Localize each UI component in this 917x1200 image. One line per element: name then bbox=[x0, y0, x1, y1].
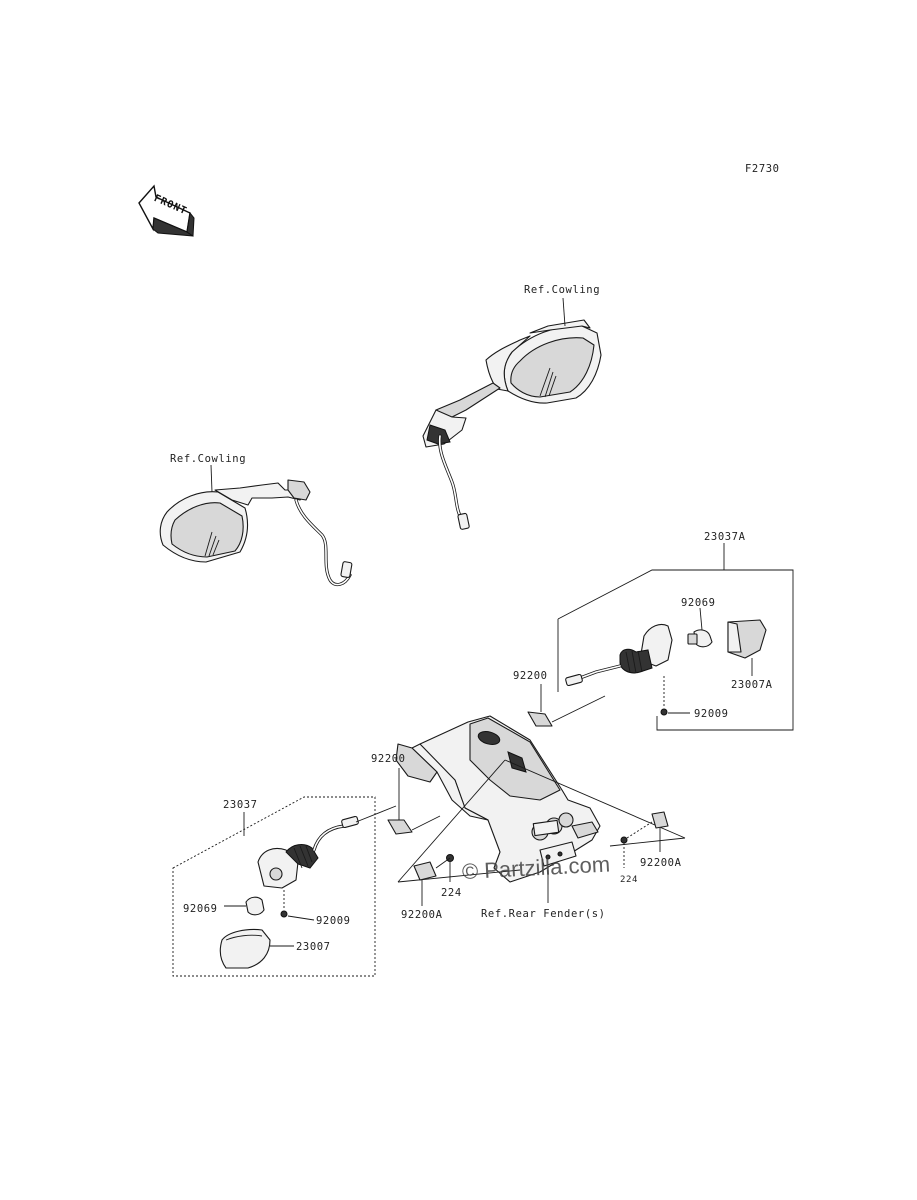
label-23007: 23007 bbox=[296, 941, 331, 953]
left-turn-signal bbox=[257, 805, 397, 889]
right-turn-signal bbox=[565, 623, 673, 687]
label-23007A: 23007A bbox=[731, 679, 773, 691]
watermark: © Partzilla.com bbox=[461, 851, 610, 884]
label-23037: 23037 bbox=[223, 799, 258, 811]
label-23037A: 23037A bbox=[704, 531, 746, 543]
figure-code: F2730 bbox=[745, 163, 780, 175]
clip-92200-left bbox=[387, 768, 441, 835]
label-ref-rear-fender: Ref.Rear Fender(s) bbox=[481, 908, 606, 920]
leader-ref-cowling-left bbox=[210, 464, 213, 493]
label-92069-right: 92069 bbox=[681, 597, 716, 609]
label-ref-cowling-right: Ref.Cowling bbox=[524, 284, 600, 296]
bulb-92069-left bbox=[224, 896, 265, 916]
label-92200-left: 92200 bbox=[371, 753, 406, 765]
assembly-box-23037A bbox=[557, 543, 794, 731]
screw-92009-right bbox=[660, 676, 690, 716]
lens-23007 bbox=[219, 928, 294, 969]
left-mirror bbox=[159, 479, 353, 587]
nut-224 bbox=[446, 854, 454, 882]
assembly-box-23037 bbox=[172, 796, 376, 977]
front-arrow-icon: FRONT bbox=[138, 184, 195, 237]
right-mirror bbox=[422, 319, 602, 530]
label-224-small: 224 bbox=[620, 875, 638, 885]
leader-ref-cowling-right bbox=[562, 297, 566, 327]
clip-92200-right bbox=[527, 684, 606, 727]
label-ref-cowling-left: Ref.Cowling bbox=[170, 453, 246, 465]
bulb-92069-right bbox=[687, 629, 713, 648]
label-224: 224 bbox=[441, 887, 462, 899]
label-92009-right: 92009 bbox=[694, 708, 729, 720]
label-92009-left: 92009 bbox=[316, 915, 351, 927]
label-92200A-right: 92200A bbox=[640, 857, 682, 869]
leader-92069-right bbox=[699, 607, 703, 631]
label-92200-right: 92200 bbox=[513, 670, 548, 682]
label-92200A-left: 92200A bbox=[401, 909, 443, 921]
clip-92200A-left bbox=[413, 857, 451, 906]
screw-92009-left bbox=[280, 890, 315, 921]
rear-fender-bracket bbox=[395, 715, 686, 883]
lens-23007A bbox=[727, 619, 767, 659]
label-92069-left: 92069 bbox=[183, 903, 218, 915]
clip-92200A-right bbox=[620, 811, 669, 868]
